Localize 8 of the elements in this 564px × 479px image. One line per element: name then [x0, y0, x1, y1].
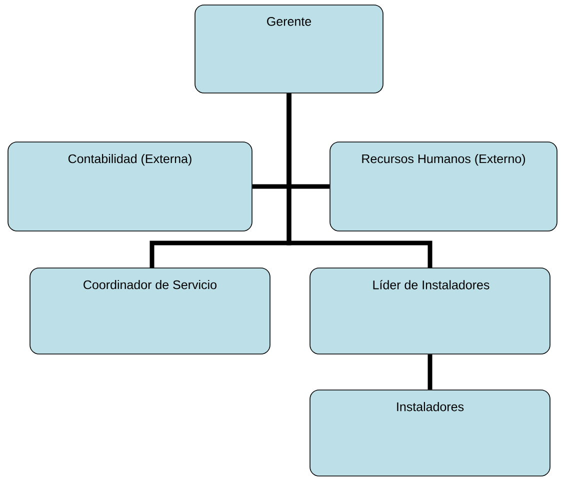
org-box: Coordinador de Servicio — [30, 268, 270, 354]
org-box: Líder de Instaladores — [310, 268, 550, 354]
org-box: Contabilidad (Externa) — [8, 142, 252, 232]
org-box: Gerente — [194, 4, 384, 94]
connector-line — [428, 354, 432, 390]
org-box: Recursos Humanos (Externo) — [330, 142, 558, 232]
org-box: Instaladores — [310, 390, 550, 476]
connector-line — [286, 93, 432, 268]
